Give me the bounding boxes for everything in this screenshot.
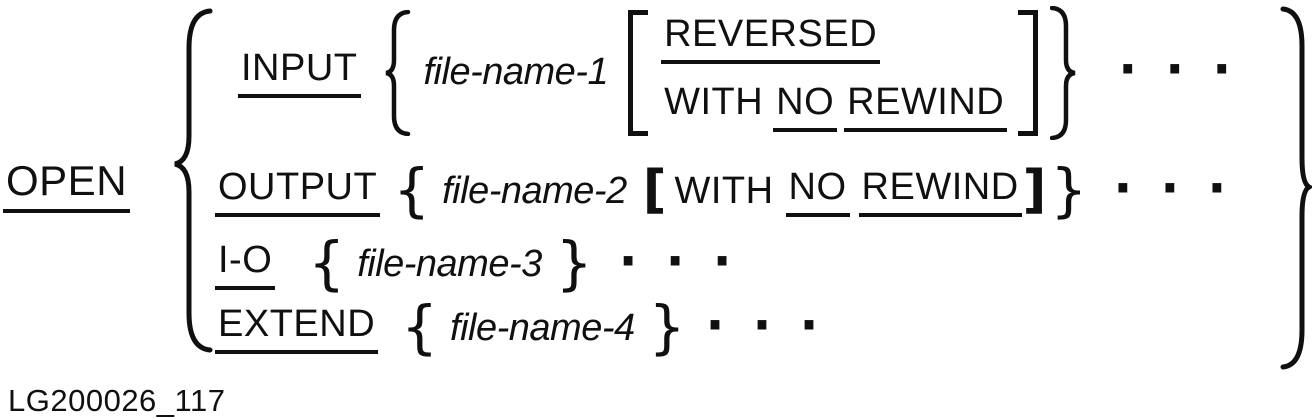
open-square-bracket: [ xyxy=(642,159,667,220)
close-brace: } xyxy=(555,228,593,297)
syntax-line-extend: EXTEND { file-name-4 } ··· xyxy=(215,292,847,361)
keyword-output: OUTPUT xyxy=(215,166,381,217)
close-square-bracket-icon xyxy=(1018,10,1039,136)
option-reversed: REVERSED xyxy=(661,13,881,64)
input-options-bracket-group: REVERSED WITH NO REWIND xyxy=(628,10,1039,136)
option-with-no-rewind-line: WITH NO REWIND xyxy=(664,81,1008,132)
keyword-i-o: I-O xyxy=(215,239,276,290)
operand-file-name-2: file-name-2 xyxy=(442,170,627,213)
input-group-open-brace-icon xyxy=(385,10,410,136)
operand-file-name-3: file-name-3 xyxy=(357,243,542,286)
syntax-line-output: OUTPUT { file-name-2 [ WITH NO REWIND ] … xyxy=(215,155,1255,224)
close-square-bracket: ] xyxy=(1022,159,1047,220)
open-square-bracket-icon xyxy=(628,10,649,136)
figure-label: LG200026_117 xyxy=(8,383,226,418)
word-no: NO xyxy=(773,81,838,132)
keyword-input: INPUT xyxy=(238,47,361,98)
operand-file-name-1: file-name-1 xyxy=(423,51,609,94)
option-reversed-line: REVERSED xyxy=(661,13,1004,64)
close-brace: } xyxy=(1050,155,1088,224)
outer-group-close-brace-icon xyxy=(1280,6,1312,370)
word-rewind: REWIND xyxy=(844,81,1008,132)
keyword-open: OPEN xyxy=(3,157,131,213)
open-brace: { xyxy=(401,292,439,361)
repeat-ellipsis: ··· xyxy=(1113,159,1255,217)
syntax-line-io: I-O { file-name-3 } ··· xyxy=(215,228,760,297)
word-with: WITH xyxy=(664,81,764,123)
word-with: WITH xyxy=(674,170,774,213)
close-brace: } xyxy=(648,292,686,361)
repeat-ellipsis: ··· xyxy=(705,296,847,354)
syntax-line-input: INPUT file-name-1 REVERSED WITH NO REWIN… xyxy=(222,6,1259,140)
outer-group-open-brace-icon xyxy=(174,8,213,353)
input-group-close-brace-icon xyxy=(1050,6,1076,140)
input-options-stack: REVERSED WITH NO REWIND xyxy=(648,13,1018,132)
repeat-ellipsis: ··· xyxy=(618,232,760,290)
word-rewind: REWIND xyxy=(858,166,1022,217)
repeat-ellipsis: ··· xyxy=(1118,40,1260,98)
operand-file-name-4: file-name-4 xyxy=(450,307,635,350)
open-brace: { xyxy=(308,228,346,297)
word-no: NO xyxy=(785,166,850,217)
open-brace: { xyxy=(393,155,431,224)
keyword-extend: EXTEND xyxy=(215,303,379,354)
